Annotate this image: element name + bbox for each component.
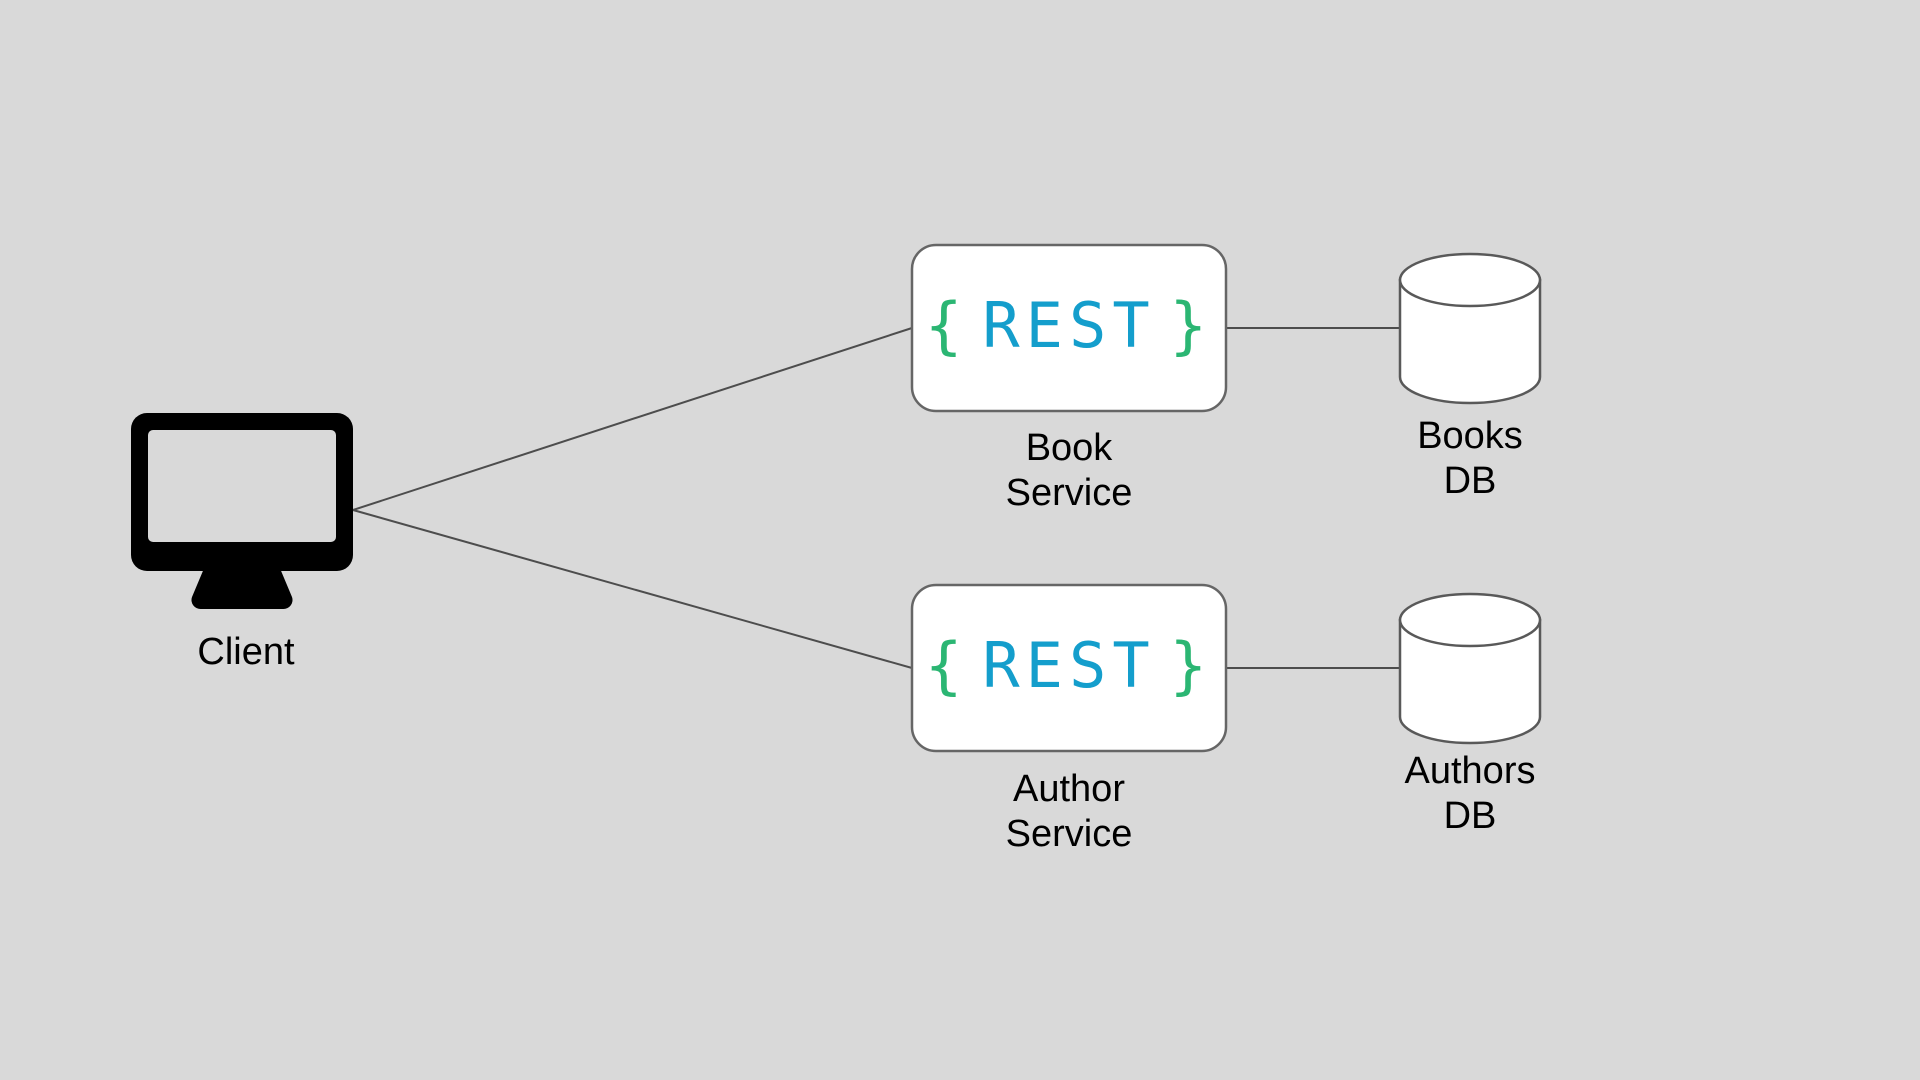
database-cylinder-icon [1398,592,1542,745]
author-service-box[interactable] [910,583,1228,753]
rest-label: REST [982,629,1155,702]
author-service-rest-badge: {REST} [925,629,1213,702]
brace-open-icon: { [925,289,968,362]
brace-close-icon: } [1170,289,1213,362]
node-books-db[interactable]: Books DB [1398,252,1542,502]
book-service-box[interactable] [910,243,1228,413]
node-label-books-db-line1: Books [1417,415,1523,457]
node-label-author-service-line1: Author [1013,768,1125,810]
rest-label: REST [982,289,1155,362]
node-label-author-service-line2: Service [1006,813,1133,855]
node-client[interactable]: Client [131,413,353,673]
brace-open-icon: { [925,629,968,702]
database-cylinder-icon [1398,252,1542,405]
brace-close-icon: } [1170,629,1213,702]
edge-client-to-author-service [352,509,913,669]
book-service-rest-badge: {REST} [925,289,1213,362]
node-authors-db[interactable]: Authors DB [1398,592,1542,837]
monitor-icon [131,413,353,610]
node-label-book-service-line2: Service [1006,472,1133,514]
node-label-books-db-line2: DB [1444,460,1497,502]
edge-group [352,327,1400,669]
node-label-client: Client [197,631,295,673]
node-label-authors-db-line1: Authors [1405,750,1536,792]
node-label-book-service-line1: Book [1026,427,1114,469]
node-author-service[interactable]: {REST} Author Service [910,583,1228,855]
node-book-service[interactable]: {REST} Book Service [910,243,1228,514]
edge-client-to-book-service [352,327,913,511]
node-label-authors-db-line2: DB [1444,795,1497,837]
